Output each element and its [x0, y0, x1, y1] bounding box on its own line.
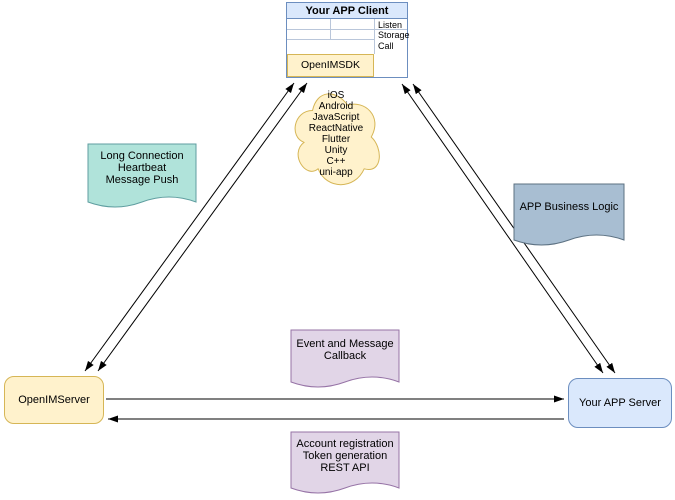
callout-line: Event and Message — [296, 338, 394, 350]
openimserver-node: OpenIMServer — [4, 376, 104, 424]
app-client-node: Your APP Client Listen Storage Call Open… — [286, 2, 410, 78]
platform-item: Unity — [324, 145, 348, 156]
callout-line: Callback — [323, 350, 367, 362]
client-grid-line — [374, 19, 375, 54]
event-callback-callout-shape — [290, 329, 400, 388]
platforms-cloud-shape — [294, 93, 380, 186]
callout-line: Long Connection — [100, 150, 184, 162]
edge-openimserver-sdk-a — [84, 82, 295, 372]
callout-line: APP Business Logic — [519, 201, 619, 213]
client-grid-line — [287, 29, 407, 30]
client-grid-line — [287, 39, 374, 40]
edge-openimserver-sdk-b — [97, 82, 308, 372]
client-grid-line — [330, 19, 331, 39]
callout-line: REST API — [320, 462, 370, 474]
platform-item: iOS — [327, 90, 345, 101]
client-port-storage: Storage — [378, 30, 410, 40]
client-port-listen: Listen — [378, 20, 403, 30]
callout-line: Account registration — [296, 438, 394, 450]
long-connection-callout-shape — [87, 143, 197, 208]
platform-item: uni-app — [319, 167, 353, 178]
callout-line: Token generation — [302, 450, 388, 462]
app-server-node: Your APP Server — [568, 378, 672, 428]
callout-line: Message Push — [105, 174, 179, 186]
platform-item: C++ — [326, 156, 346, 167]
long-connection-callout-label: Long Connection Heartbeat Message Push — [88, 150, 196, 186]
client-port-call: Call — [378, 41, 394, 51]
callout-line: Heartbeat — [117, 162, 167, 174]
rest-api-callout-shape — [290, 431, 400, 494]
openimsdk-node: OpenIMSDK — [287, 54, 374, 77]
app-client-title: Your APP Client — [287, 3, 407, 19]
business-logic-callout-label: APP Business Logic — [514, 201, 624, 213]
platform-item: JavaScript — [312, 112, 360, 123]
platform-item: ReactNative — [308, 123, 364, 134]
rest-api-callout-label: Account registration Token generation RE… — [291, 438, 399, 474]
platform-item: Android — [318, 101, 354, 112]
platforms-list: iOS Android JavaScript ReactNative Flutt… — [289, 90, 383, 178]
event-callback-callout-label: Event and Message Callback — [291, 338, 399, 362]
business-logic-callout-shape — [513, 183, 625, 246]
platform-item: Flutter — [321, 134, 351, 145]
